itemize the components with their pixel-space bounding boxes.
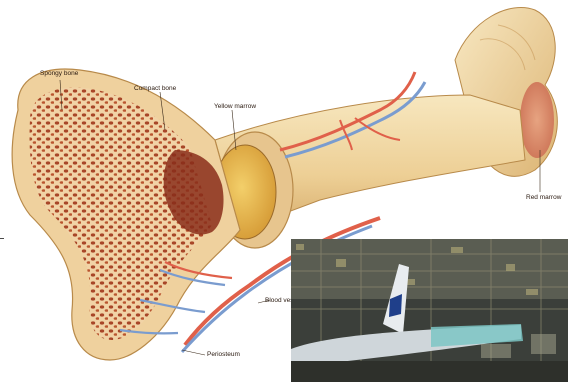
label-red-marrow: Red marrow <box>526 195 561 202</box>
label-blood-vessels: Blood ves <box>265 298 294 305</box>
label-compact-bone: Compact bone <box>134 86 176 93</box>
label-periosteum: Periosteum <box>207 352 240 359</box>
label-yellow-marrow: Yellow marrow <box>214 104 256 111</box>
divider-line <box>0 238 4 239</box>
hangar-photo <box>291 239 568 382</box>
label-spongy-bone: Spongy bone <box>40 71 78 78</box>
red-marrow-region <box>520 82 554 158</box>
